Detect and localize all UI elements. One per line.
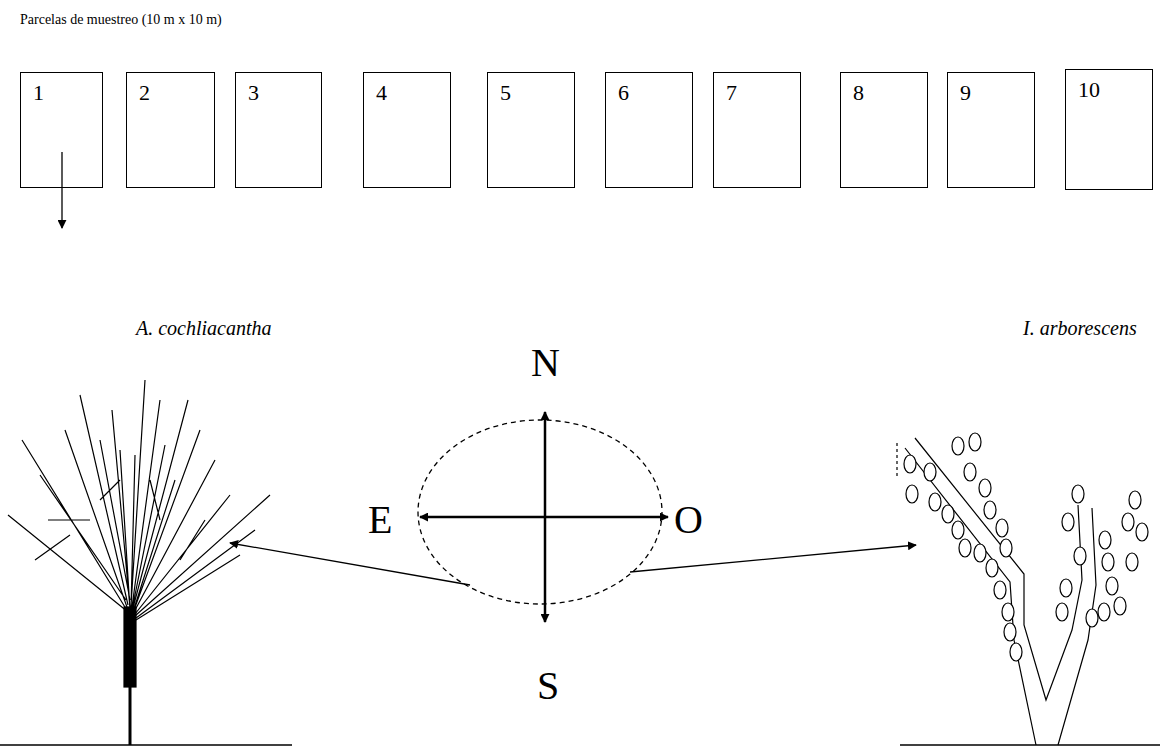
compass (418, 412, 668, 622)
sampling-plot: 3 (235, 72, 322, 188)
sampling-plot: 8 (840, 72, 928, 188)
plot-number: 1 (21, 73, 102, 105)
plot-number: 9 (948, 73, 1034, 105)
sampling-plot: 1 (20, 72, 103, 188)
sampling-plot: 6 (605, 72, 693, 188)
sampling-plot: 5 (487, 72, 575, 188)
sampling-plot: 4 (363, 72, 451, 188)
sampling-plot: 10 (1065, 69, 1153, 190)
pointer-arrow (230, 543, 470, 585)
plot-number: 4 (364, 73, 450, 105)
figure-title: Parcelas de muestreo (10 m x 10 m) (20, 12, 222, 28)
pointer-arrow (630, 545, 916, 572)
acacia-drawing (0, 380, 292, 745)
plot-number: 7 (714, 73, 800, 105)
species-label: I. arborescens (1023, 317, 1137, 339)
plot-number: 2 (127, 73, 214, 105)
plot-number: 10 (1066, 70, 1152, 102)
compass-letter: E (368, 498, 392, 542)
compass-letter: N (531, 341, 560, 385)
compass-letter: S (537, 664, 559, 708)
species-label: A. cochliacantha (136, 317, 272, 339)
sampling-plot: 9 (947, 72, 1035, 188)
plot-number: 3 (236, 73, 321, 105)
plot-number: 8 (841, 73, 927, 105)
pointer-arrow (61, 152, 62, 228)
plot-number: 5 (488, 73, 574, 105)
sampling-plot: 7 (713, 72, 801, 188)
ipomoea-drawing (897, 433, 1160, 745)
sampling-plot: 2 (126, 72, 215, 188)
compass-letter: O (674, 498, 703, 542)
plot-number: 6 (606, 73, 692, 105)
